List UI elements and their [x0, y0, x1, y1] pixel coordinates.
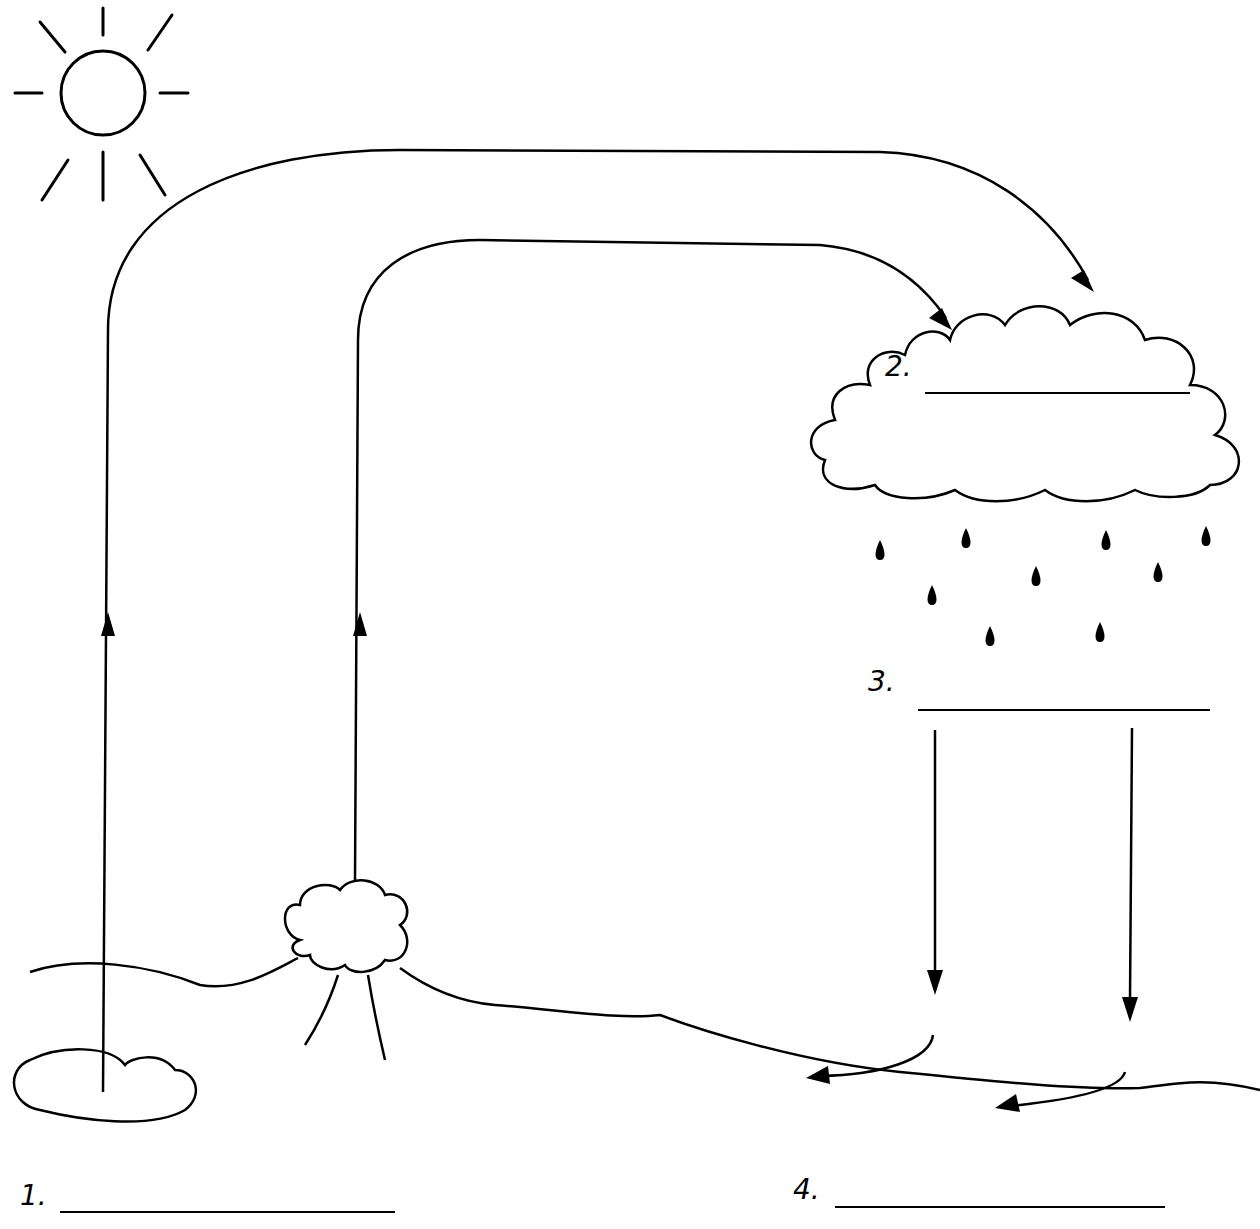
arrowhead [1122, 997, 1138, 1022]
raindrop [928, 585, 937, 605]
answer-blank [918, 709, 1210, 711]
transpiration-arrow [355, 240, 946, 880]
tree-trunk [368, 975, 385, 1060]
raindrops [876, 526, 1211, 646]
callout-number: 2. [885, 353, 912, 381]
precipitation-arrow [934, 730, 937, 975]
ground-scene [14, 880, 1260, 1121]
tree-crown [285, 880, 407, 972]
precipitation-arrow [1130, 728, 1132, 1000]
arrowhead [929, 308, 952, 330]
arrowhead [1071, 270, 1094, 292]
sun-ray [102, 8, 105, 35]
callout-number: 1. [20, 1182, 47, 1210]
sun-disc [61, 51, 145, 135]
evaporation-arrows [103, 150, 1088, 1092]
raindrop [1102, 530, 1111, 550]
ground-line [30, 958, 298, 986]
answer-blank [60, 1211, 395, 1213]
arrowhead [101, 612, 115, 636]
raindrop [876, 540, 885, 560]
sun-ray [40, 22, 65, 52]
arrowhead [995, 1094, 1020, 1112]
callout-number: 4. [793, 1176, 820, 1204]
tree-trunk [305, 975, 338, 1045]
raindrop [962, 528, 971, 548]
sun [15, 8, 188, 200]
callout-number: 3. [868, 668, 895, 696]
runoff-arrows [820, 728, 1132, 1106]
answer-blank [925, 392, 1190, 394]
raindrop [1032, 566, 1041, 586]
raindrop [986, 626, 995, 646]
raindrop [1202, 526, 1211, 546]
evaporation-arrow [103, 150, 1088, 1092]
raindrop [1096, 622, 1105, 642]
sun-ray [15, 92, 42, 95]
cloud-outline [811, 306, 1239, 501]
answer-blank [835, 1206, 1165, 1208]
arrowhead [353, 612, 367, 636]
sun-ray [148, 15, 172, 50]
sun-ray [42, 160, 68, 200]
sun-ray [160, 92, 188, 95]
sun-ray [140, 155, 165, 195]
runoff-arrow [820, 1035, 933, 1076]
answer-blanks [60, 710, 1210, 1212]
cloud-outline-svg [805, 285, 1260, 510]
cloud-node: 2. [805, 285, 1260, 510]
sun-ray [102, 152, 105, 200]
raindrop [1154, 562, 1163, 582]
runoff-arrow [1010, 1072, 1125, 1106]
puddle [14, 1049, 196, 1121]
